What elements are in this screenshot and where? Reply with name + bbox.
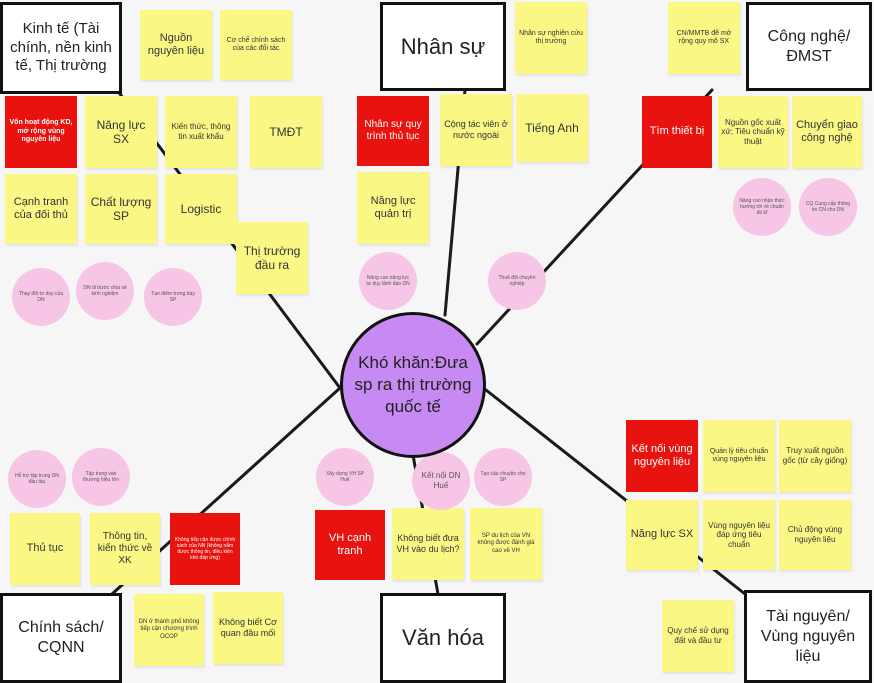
category-econ[interactable]: Kinh tế (Tài chính, nền kinh tế, Thị trư… bbox=[0, 2, 122, 94]
sticky-note[interactable]: Logistic bbox=[165, 174, 237, 244]
category-hr[interactable]: Nhân sự bbox=[380, 2, 506, 91]
sticky-note[interactable]: Cơ chế chính sách của các đối tác bbox=[220, 10, 292, 80]
sticky-note[interactable]: DN ở thành phố không tiếp cận chương trì… bbox=[134, 594, 204, 666]
idea-circle[interactable]: Thay đổi tư duy của DN bbox=[12, 268, 70, 326]
idea-circle[interactable]: CQ Cung cấp thông tin CN cho DN bbox=[799, 178, 857, 236]
sticky-note[interactable]: Chủ động vùng nguyên liệu bbox=[779, 500, 851, 570]
sticky-note[interactable]: Quy chế sử dụng đất và đầu tư bbox=[662, 600, 734, 672]
sticky-note[interactable]: TMĐT bbox=[250, 96, 322, 168]
sticky-note[interactable]: VH cạnh tranh bbox=[315, 510, 385, 580]
sticky-note[interactable]: Năng lực quản trị bbox=[357, 172, 429, 244]
idea-circle[interactable]: Nâng cao năng lực tư duy lãnh đạo DN bbox=[359, 252, 417, 310]
idea-circle[interactable]: Thuê đội chuyên nghiệp bbox=[488, 252, 546, 310]
connector-resources bbox=[484, 388, 747, 596]
sticky-note[interactable]: Nguồn gốc xuất xứ; Tiêu chuẩn kỹ thuật bbox=[718, 96, 788, 168]
idea-circle[interactable]: DN đi trước chia sẻ kinh nghiệm bbox=[76, 262, 134, 320]
idea-circle[interactable]: Nâng cao nhận thức hướng tới về chuẩn đó… bbox=[733, 178, 791, 236]
sticky-note[interactable]: Cộng tác viên ở nước ngoài bbox=[440, 94, 512, 166]
sticky-note[interactable]: CN/MMTB để mở rộng quy mô SX bbox=[668, 2, 740, 74]
idea-circle[interactable]: Hỗ trợ tập trung DN đầu tàu bbox=[8, 450, 66, 508]
idea-circle[interactable]: Kết nối DN Huế bbox=[412, 452, 470, 510]
sticky-note[interactable]: Năng lực SX bbox=[85, 96, 157, 168]
sticky-note[interactable]: Không tiếp cận được chính sách của NN (k… bbox=[170, 513, 240, 585]
sticky-note[interactable]: Vốn hoạt động KD, mở rộng vùng nguyên li… bbox=[5, 96, 77, 168]
sticky-note[interactable]: Năng lực SX bbox=[626, 500, 698, 570]
idea-circle[interactable]: Xây dựng VH SP Huế bbox=[316, 448, 374, 506]
sticky-note[interactable]: Tìm thiết bị bbox=[642, 96, 712, 168]
category-resources[interactable]: Tài nguyên/ Vùng nguyên liệu bbox=[744, 590, 872, 683]
sticky-note[interactable]: Tiếng Anh bbox=[516, 94, 588, 162]
sticky-note[interactable]: Thị trường đầu ra bbox=[236, 222, 308, 294]
sticky-note[interactable]: Kiến thức, thông tin xuất khẩu bbox=[165, 96, 237, 168]
sticky-note[interactable]: Thủ tục bbox=[10, 513, 80, 585]
sticky-note[interactable]: Chất lượng SP bbox=[85, 174, 157, 244]
sticky-note[interactable]: Quản lý tiêu chuẩn vùng nguyên liệu bbox=[703, 420, 775, 492]
sticky-note[interactable]: Nhân sự quy trình thủ tục bbox=[357, 96, 429, 166]
sticky-note[interactable]: Kết nối vùng nguyên liệu bbox=[626, 420, 698, 492]
category-culture[interactable]: Văn hóa bbox=[380, 593, 506, 683]
sticky-note[interactable]: Cạnh tranh của đối thủ bbox=[5, 174, 77, 244]
sticky-note[interactable]: Không biết đưa VH vào du lịch? bbox=[392, 508, 464, 580]
sticky-note[interactable]: Nhân sự nghiên cứu thị trường bbox=[515, 2, 587, 74]
sticky-note[interactable]: SP du lịch của VN không được đánh giá ca… bbox=[470, 508, 542, 580]
central-problem-node[interactable]: Khó khăn:Đưa sp ra thị trường quốc tế bbox=[340, 312, 486, 458]
category-tech[interactable]: Công nghệ/ ĐMST bbox=[746, 2, 872, 91]
sticky-note[interactable]: Không biết Cơ quan đầu mối bbox=[213, 592, 283, 664]
idea-circle[interactable]: Tạo câu chuyện cho SP bbox=[474, 448, 532, 506]
idea-circle[interactable]: Tập trung vào thương hiệu lớn bbox=[72, 448, 130, 506]
idea-circle[interactable]: Tạo điểm trưng bày SP bbox=[144, 268, 202, 326]
category-policy[interactable]: Chính sách/ CQNN bbox=[0, 593, 122, 683]
sticky-note[interactable]: Truy xuất nguồn gốc (từ cây giống) bbox=[779, 420, 851, 492]
sticky-note[interactable]: Chuyển giao công nghệ bbox=[792, 96, 862, 168]
sticky-note[interactable]: Vùng nguyên liệu đáp ứng tiêu chuẩn bbox=[703, 500, 775, 570]
sticky-note[interactable]: Thông tin, kiến thức về XK bbox=[90, 513, 160, 585]
sticky-note[interactable]: Nguồn nguyên liệu bbox=[140, 10, 212, 80]
